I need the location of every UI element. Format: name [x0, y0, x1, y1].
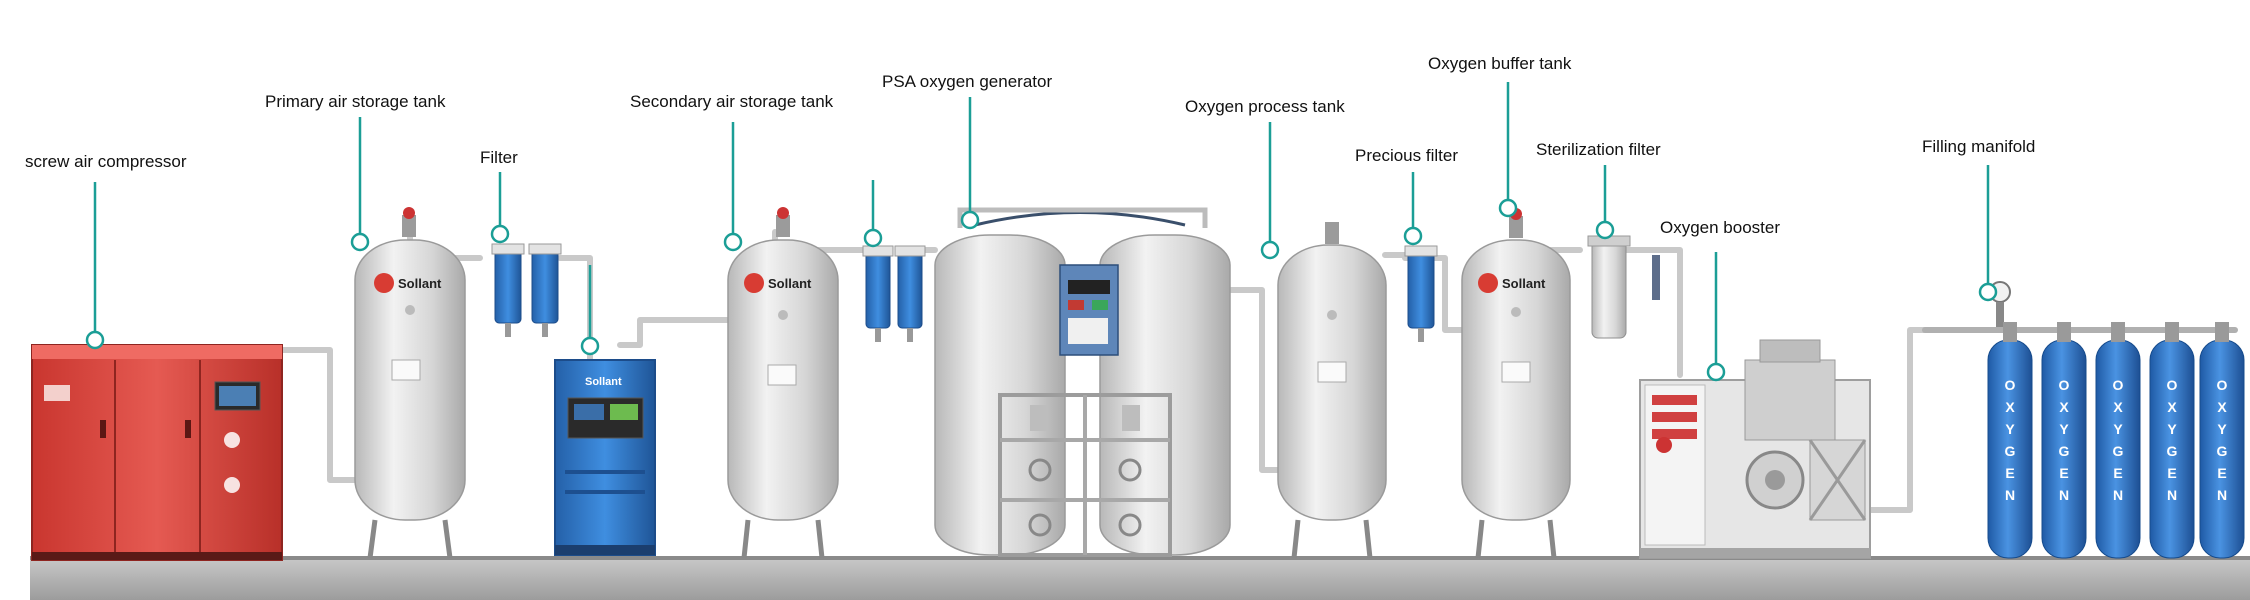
label-sterilization-filter: Sterilization filter — [1536, 140, 1661, 159]
sterilization-filter-unit — [1587, 235, 1660, 339]
oxygen-buffer-tank: Sollant — [1461, 208, 1571, 559]
refrigerated-dryer: Sollant — [554, 359, 656, 556]
brand-logo: Sollant — [398, 276, 442, 291]
label-screw-air-compressor: screw air compressor — [25, 152, 187, 171]
screw-air-compressor — [31, 344, 283, 561]
oxygen-booster — [1639, 339, 1871, 559]
secondary-air-storage-tank: Sollant — [727, 207, 839, 559]
filter-pair-2 — [862, 245, 926, 342]
label-oxygen-process-tank: Oxygen process tank — [1185, 97, 1345, 116]
label-oxygen-buffer-tank: Oxygen buffer tank — [1428, 54, 1572, 73]
brand-logo: Sollant — [585, 376, 622, 388]
label-primary-air-storage-tank: Primary air storage tank — [265, 92, 446, 111]
precious-filter-unit — [1404, 245, 1438, 342]
label-filling-manifold: Filling manifold — [1922, 137, 2036, 156]
floor-platform — [30, 558, 2250, 600]
brand-logo: Sollant — [768, 276, 812, 291]
label-oxygen-booster: Oxygen booster — [1660, 218, 1781, 237]
psa-oxygen-generator — [934, 207, 1231, 557]
label-precious-filter: Precious filter — [1355, 146, 1458, 165]
filter-pair — [491, 243, 562, 337]
label-secondary-air-storage-tank: Secondary air storage tank — [630, 92, 834, 111]
brand-logo: Sollant — [1502, 276, 1546, 291]
label-psa-oxygen-generator: PSA oxygen generator — [882, 72, 1053, 91]
label-filter: Filter — [480, 148, 518, 167]
primary-air-storage-tank: Sollant — [354, 207, 466, 559]
callouts — [85, 82, 1998, 382]
oxygen-process-tank — [1277, 222, 1387, 559]
